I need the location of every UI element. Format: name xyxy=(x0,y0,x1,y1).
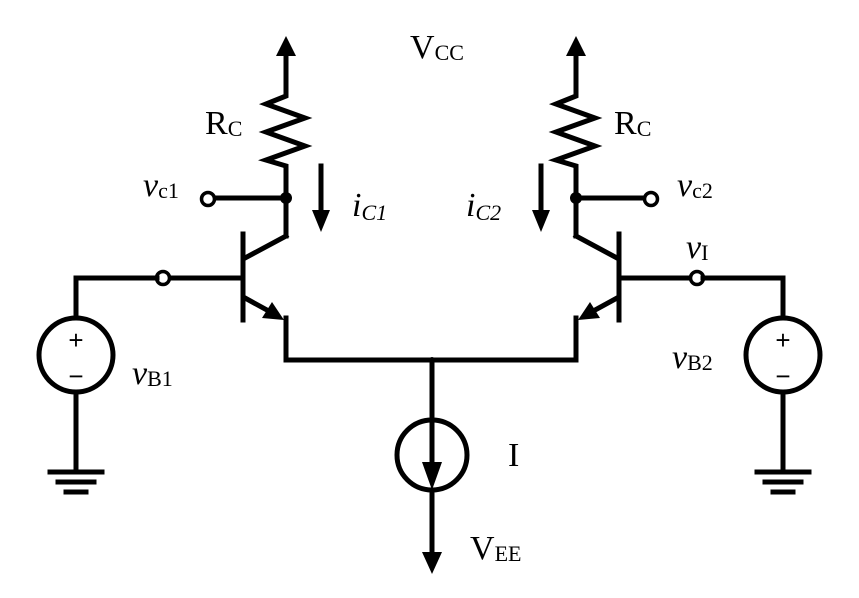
ic2-arrow xyxy=(532,163,550,232)
transistor-q1 xyxy=(240,195,290,363)
rc-right-resistor xyxy=(548,87,603,199)
ground-right xyxy=(754,469,812,495)
rc-left-label: RC xyxy=(205,105,242,142)
vcc-arrow-left xyxy=(276,36,296,93)
vee-label: VEE xyxy=(470,530,521,567)
vb1-source-top-wire xyxy=(73,275,160,321)
vc1-terminal[interactable] xyxy=(199,190,217,208)
rc-left-resistor xyxy=(258,87,313,199)
vb2-minus-sign: − xyxy=(775,361,790,391)
current-source-label: I xyxy=(508,437,519,474)
vb1-label: vB1 xyxy=(132,355,173,392)
vb2-plus-sign: + xyxy=(775,325,790,355)
vc2-label: vc2 xyxy=(677,167,713,204)
transistor-q2 xyxy=(572,195,622,363)
vc2-terminal[interactable] xyxy=(642,190,660,208)
current-source-arrow xyxy=(422,422,442,490)
vcc-label: VCC xyxy=(410,29,464,66)
ground-left xyxy=(47,469,105,495)
vb1-minus-sign: − xyxy=(68,361,83,391)
vcc-arrow-right xyxy=(566,36,586,93)
rc-right-label: RC xyxy=(614,105,651,142)
vb1-plus-sign: + xyxy=(68,325,83,355)
vi-label: vI xyxy=(686,229,708,266)
ic1-arrow xyxy=(312,163,330,232)
vb2-source-top-wire xyxy=(700,275,786,321)
ic2-label: iC2 xyxy=(466,187,501,225)
vee-arrow xyxy=(422,487,442,574)
vc1-label: vc1 xyxy=(143,167,179,204)
vb2-label: vB2 xyxy=(672,339,713,376)
ic1-label: iC1 xyxy=(352,187,387,225)
